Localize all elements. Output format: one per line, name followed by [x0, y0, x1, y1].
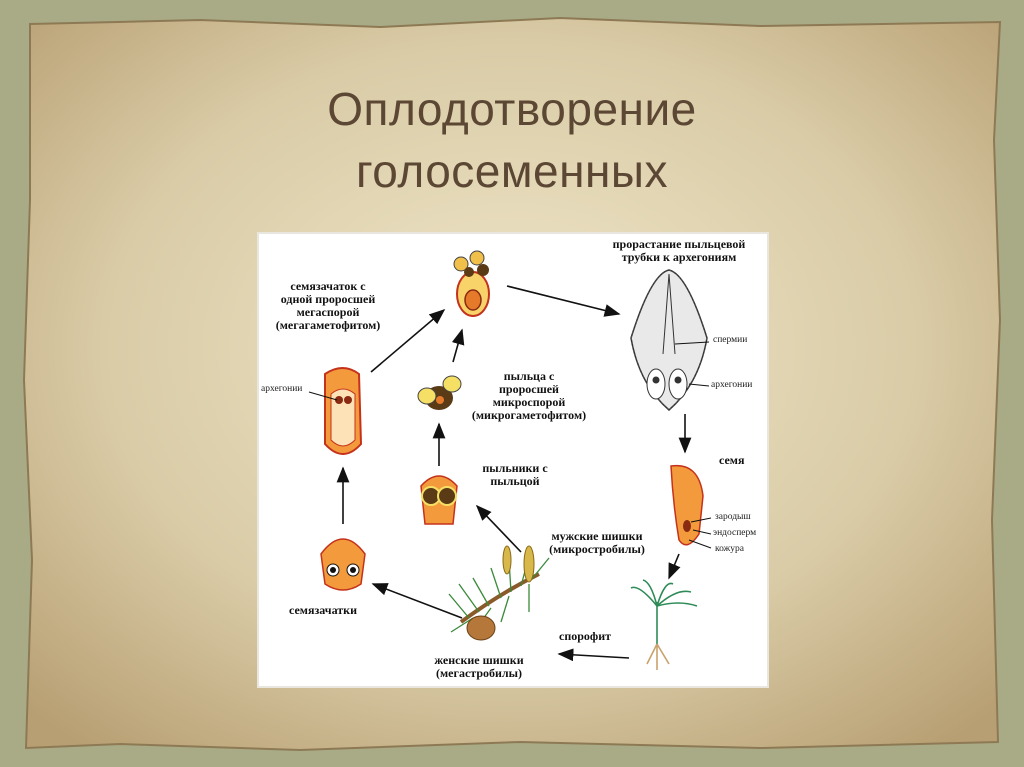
anthers-label: пыльники с пыльцой	[459, 462, 571, 488]
pollen-label-line-4: (микрогаметофитом)	[471, 408, 587, 422]
sporophyte-illustration	[630, 579, 698, 670]
sporophyte-label: спорофит	[559, 629, 612, 643]
arrow-cones-to-ovules	[371, 583, 463, 619]
anthers-label-line-1: пыльники с	[482, 461, 548, 475]
pine-branch-illustration	[448, 545, 550, 641]
ovule-illustration	[453, 250, 490, 317]
male-cones-label-line-2: (микростробилы)	[549, 542, 645, 556]
slide-title: Оплодотворение голосеменных	[0, 78, 1024, 202]
ovule-label-line-3: мегаспорой	[296, 305, 360, 319]
ovule-label: семязачаток с одной проросшей мегаспорой…	[263, 280, 393, 332]
arrow-sporophyte-to-cones	[557, 648, 630, 662]
life-cycle-figure: семязачаток с одной проросшей мегаспорой…	[257, 232, 769, 688]
cycle-arrows	[336, 285, 692, 662]
ovule-label-line-4: (мегагаметофитом)	[275, 318, 381, 332]
pollen-grain-illustration	[417, 375, 462, 410]
endosperm-label: эндосперм	[713, 528, 757, 538]
life-cycle-diagram	[308, 250, 712, 670]
anthers-illustration	[420, 475, 458, 525]
arrow-ovule-to-pollen-tube	[506, 285, 621, 317]
pollen-tube-label-line-2: трубки к архегониям	[621, 250, 737, 264]
female-cones-label-line-2: (мегастробилы)	[436, 666, 522, 680]
female-cones-label: женские шишки (мегастробилы)	[409, 654, 549, 680]
pollen-label-line-3: микроспорой	[492, 395, 566, 409]
male-cones-label-line-1: мужские шишки	[551, 529, 643, 543]
arrow-seed-to-sporophyte	[668, 553, 681, 580]
pollen-tube-illustration	[630, 269, 710, 411]
arrow-male-cones-to-anthers	[475, 504, 522, 553]
title-line-2: голосеменных	[356, 145, 668, 197]
seed-illustration	[670, 464, 712, 549]
male-cones-label: мужские шишки (микростробилы)	[525, 530, 669, 556]
pollen-tube-label-line-1: прорастание пыльцевой	[612, 237, 746, 251]
pollen-label-line-1: пыльца с	[503, 369, 555, 383]
pollen-tube-label: прорастание пыльцевой трубки к архегония…	[589, 238, 769, 264]
ovules-illustration	[320, 538, 366, 591]
seed-label: семя	[719, 453, 745, 467]
ovule-label-line-1: семязачаток с	[290, 279, 366, 293]
pollen-label-line-2: проросшей	[499, 382, 559, 396]
arrow-pollen-to-ovule	[451, 328, 465, 363]
ovule-label-line-2: одной проросшей	[280, 292, 376, 306]
title-line-1: Оплодотворение	[327, 83, 697, 135]
arrow-archegonia-to-ovule	[370, 308, 446, 373]
embryo-label: зародыш	[715, 512, 751, 522]
female-cones-label-line-1: женские шишки	[434, 653, 524, 667]
pollen-label: пыльца с проросшей микроспорой (микрогам…	[451, 370, 607, 422]
seed-coat-label: кожура	[715, 544, 744, 554]
anthers-label-line-2: пыльцой	[490, 474, 540, 488]
sperm-label: спермии	[713, 335, 748, 345]
ovules-label: семязачатки	[289, 603, 357, 617]
megagametophyte-illustration	[308, 367, 363, 455]
archegonia-right-label: архегонии	[711, 380, 753, 390]
archegonia-left-label: архегонии	[261, 384, 303, 394]
